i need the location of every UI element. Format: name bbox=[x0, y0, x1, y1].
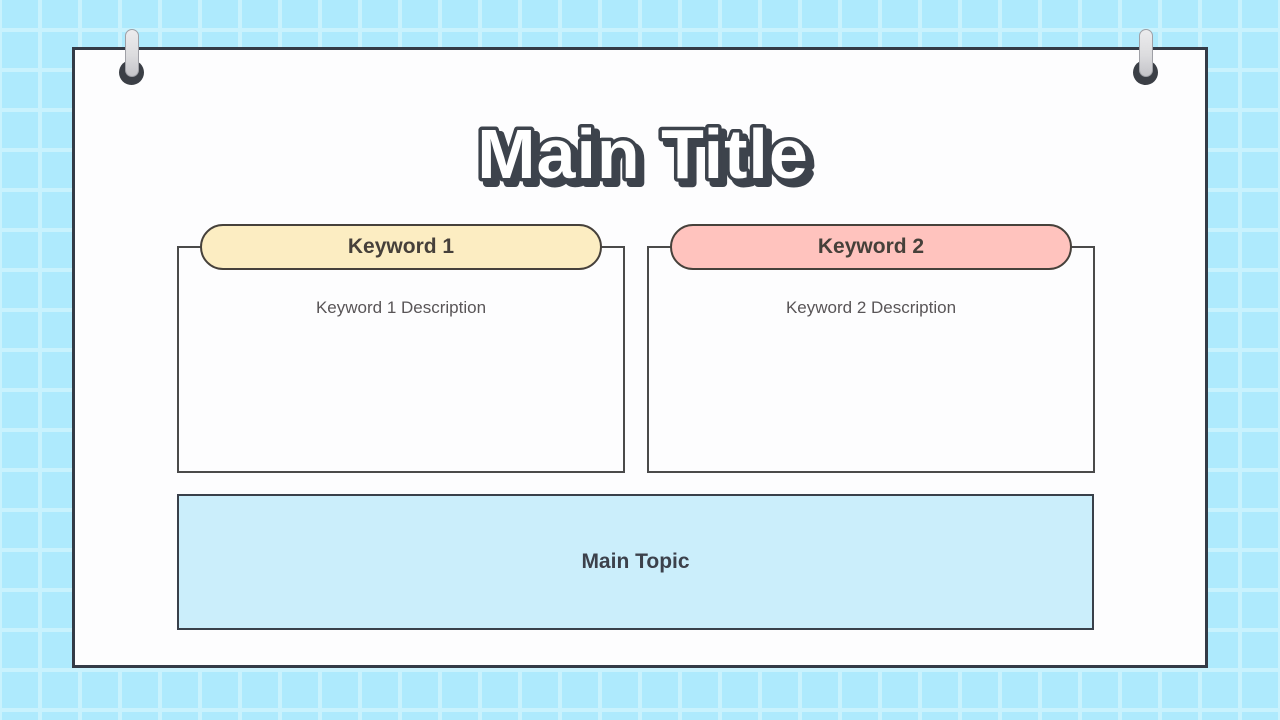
keyword-1-box bbox=[177, 246, 625, 473]
title-shadow-text: Main Title bbox=[482, 120, 814, 198]
title-text: Main Title bbox=[477, 115, 809, 193]
keyword-1-label: Keyword 1 bbox=[347, 235, 455, 258]
main-topic-bar: Main Topic bbox=[177, 494, 1094, 630]
paper-card: Main Title Main Title Keyword 1 Keyword … bbox=[72, 47, 1208, 668]
page-title: Main Title Main Title bbox=[75, 98, 1205, 218]
push-pin-icon bbox=[1132, 29, 1160, 87]
pin-stem bbox=[125, 29, 139, 77]
keyword-2-pill: Keyword 2 bbox=[670, 224, 1072, 270]
keyword-panel-2: Keyword 2 Keyword 2 Description bbox=[647, 224, 1095, 520]
pin-stem bbox=[1139, 29, 1153, 77]
push-pin-icon bbox=[118, 29, 146, 87]
keyword-1-description: Keyword 1 Description bbox=[315, 298, 487, 317]
keyword-2-label: Keyword 2 bbox=[817, 235, 925, 258]
keyword-2-description: Keyword 2 Description bbox=[785, 298, 957, 317]
keyword-1-pill: Keyword 1 bbox=[200, 224, 602, 270]
keyword-2-box bbox=[647, 246, 1095, 473]
title-bubble-text: Main Title Main Title bbox=[474, 112, 817, 203]
main-topic-label: Main Topic bbox=[581, 550, 690, 573]
keyword-panel-1: Keyword 1 Keyword 1 Description bbox=[177, 224, 625, 520]
